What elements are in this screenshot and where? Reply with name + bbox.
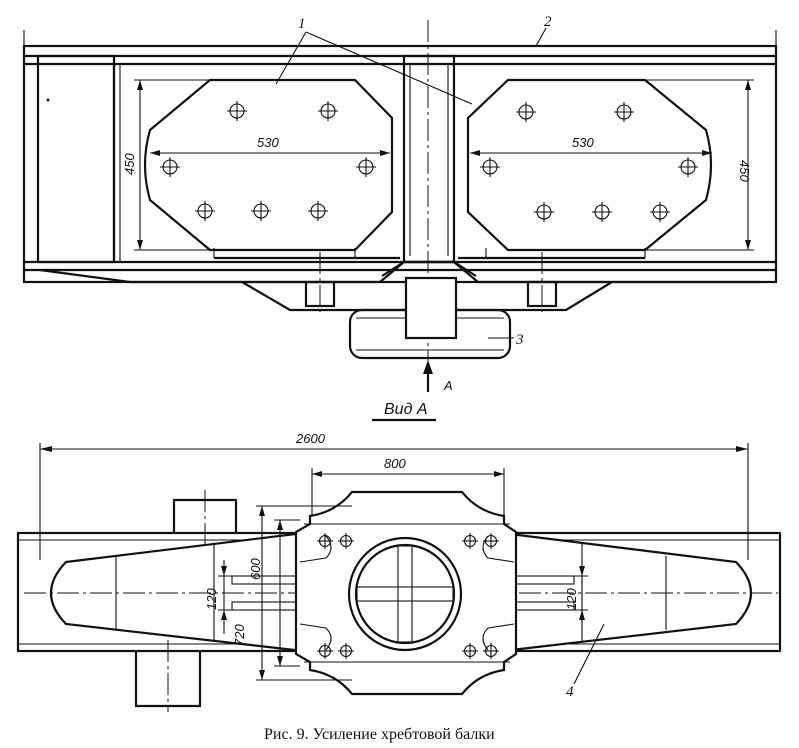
reinforcement-arm-left [50,530,314,654]
bolt-group-plate [317,533,499,659]
end-block [36,54,116,264]
view-arrow [423,360,433,392]
callout-1: 1 [298,16,306,32]
figure-caption: Рис. 9. Усиление хребтовой балки [264,726,495,743]
callout-4: 4 [566,684,574,700]
dim-530-right: 530 [572,135,594,150]
dim-450-left: 450 [122,153,137,175]
callout-3: 3 [515,332,524,348]
bottom-view: 2600 [16,431,782,712]
dim-450-right: 450 [737,160,752,182]
pivot-ring [347,536,463,652]
dimensions-bottom [218,468,588,681]
reinforcement-arm-right [492,530,752,654]
dim-530-left: 530 [257,135,279,150]
reinforcement-plate-right [458,78,713,260]
callout-2: 2 [544,14,552,30]
callouts-top [275,27,547,339]
callout-4-leader [573,623,605,685]
dim-120-right: 120 [564,588,579,610]
center-bearing [39,252,760,360]
central-stiffener [402,54,456,264]
dim-2600: 2600 [295,431,326,446]
bolt-group-right [480,102,698,222]
center-plate [294,490,518,696]
dim-600: 600 [248,558,263,580]
view-title: Вид А [384,401,428,418]
dim-120-left: 120 [204,588,219,610]
view-arrow-letter: А [443,378,453,393]
bolt-group-left [160,101,376,221]
top-view: 530 530 450 450 1 2 3 [22,14,778,422]
pivot-pin [404,276,458,340]
dimensions-top [134,79,754,251]
reinforcement-plate-left [143,78,400,260]
dim-800: 800 [384,456,406,471]
dim-720: 720 [232,624,247,646]
